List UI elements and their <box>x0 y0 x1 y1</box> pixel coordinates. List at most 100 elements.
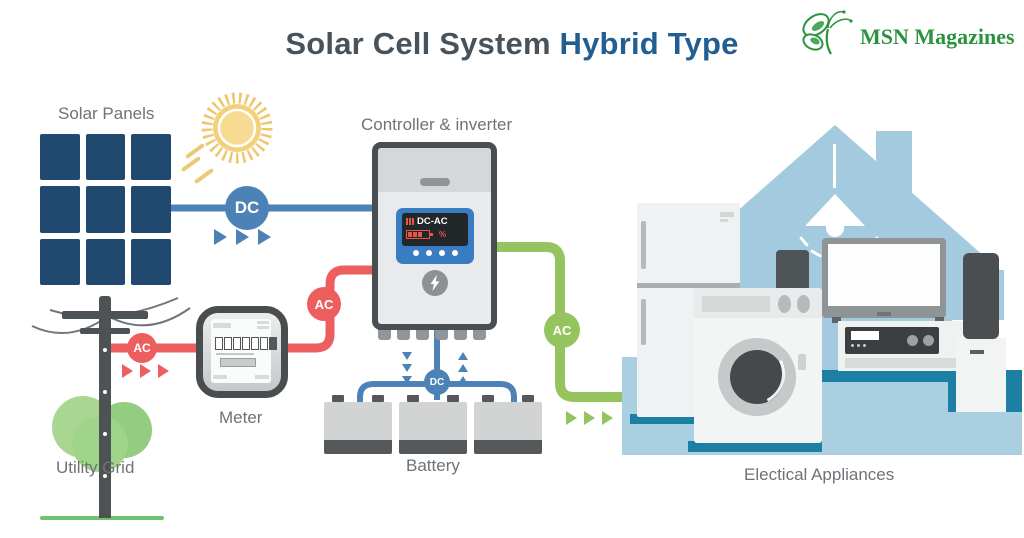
arrow-right-icon <box>258 229 271 245</box>
battery-percent-text: % <box>439 230 447 239</box>
meter-digit-display <box>215 337 277 350</box>
butterfly-icon <box>802 10 853 55</box>
controller-display: DC-AC % <box>396 208 474 264</box>
controller-screen: DC-AC % <box>402 213 468 246</box>
page-title: Solar Cell System Hybrid Type <box>0 26 1024 62</box>
washer-door <box>714 334 796 416</box>
floor-teal-step <box>688 441 822 452</box>
controller-connectors <box>378 329 486 340</box>
flow-arrows-solar <box>214 229 271 245</box>
meter-detail <box>213 323 231 328</box>
arrow-right-icon <box>214 229 227 245</box>
stereo-knob <box>923 335 934 346</box>
stereo-knob <box>907 335 918 346</box>
washer-knob <box>797 295 810 313</box>
washer-knob <box>778 295 791 313</box>
battery-level-icon <box>406 230 433 239</box>
arrow-right-icon <box>602 411 613 425</box>
solar-cell <box>40 134 80 181</box>
battery-unit <box>474 395 542 454</box>
solar-cell <box>131 134 171 181</box>
arrow-up-icon <box>458 376 468 384</box>
washer-latch <box>798 354 806 370</box>
arrow-right-icon <box>158 364 169 378</box>
meter-digit <box>251 337 259 350</box>
button-dot <box>412 250 419 256</box>
solar-panels-label: Solar Panels <box>58 104 155 123</box>
ground-line <box>40 516 164 520</box>
washer-door-glass <box>730 350 784 404</box>
fridge-handle <box>641 299 646 345</box>
arrow-up-icon <box>458 352 468 360</box>
meter-detail <box>255 375 269 379</box>
arrow-up-icon <box>458 364 468 372</box>
battery-unit <box>399 395 467 454</box>
brand-logo: MSN Magazines <box>800 6 1015 58</box>
speaker-tower <box>963 253 999 339</box>
arrow-down-icon <box>402 376 412 384</box>
fridge-divider <box>637 283 740 288</box>
fridge-handle <box>641 221 646 269</box>
brand-name: MSN Magazines <box>860 24 1015 49</box>
utility-grid-label: Utility Grid <box>56 458 135 477</box>
media-cabinet <box>838 321 965 371</box>
fridge-logo <box>720 219 728 222</box>
pendant-lamp-icon <box>833 144 836 188</box>
solar-panel-grid <box>40 134 171 285</box>
connector-tab <box>435 329 448 340</box>
utility-pole <box>99 296 111 518</box>
speaker-small <box>776 250 809 292</box>
meter-digit <box>260 337 268 350</box>
tv-logo <box>877 312 891 316</box>
stereo-display <box>851 331 879 340</box>
stereo-buttons <box>851 344 866 347</box>
solar-cell <box>131 186 171 233</box>
meter-detail <box>216 353 254 355</box>
flow-arrows-grid <box>122 364 169 378</box>
dc-badge-battery: DC <box>424 369 450 395</box>
pole-bolt <box>103 348 107 352</box>
appliances-label: Electical Appliances <box>744 465 895 484</box>
arrow-right-icon <box>140 364 151 378</box>
arrow-right-icon <box>122 364 133 378</box>
meter-digit <box>269 337 277 350</box>
ac-badge-grid: AC <box>127 333 157 363</box>
stereo-button <box>857 344 860 347</box>
pole-bolt <box>103 390 107 394</box>
title-accent: Hybrid Type <box>559 26 739 61</box>
battery-label: Battery <box>406 456 460 475</box>
title-main: Solar Cell System <box>285 26 551 61</box>
flow-arrows-house <box>566 411 613 425</box>
solar-cell <box>40 238 80 285</box>
washer-door-highlight <box>714 334 794 414</box>
solar-cell <box>131 238 171 285</box>
floor-teal-step <box>630 414 700 424</box>
washer-drawer <box>702 296 770 312</box>
flow-arrows-battery-up <box>458 352 468 384</box>
meter-detail <box>257 321 269 324</box>
meter-digit <box>233 337 241 350</box>
arrow-right-icon <box>566 411 577 425</box>
controller-vent-slot <box>420 178 450 186</box>
connector-tab <box>378 329 391 340</box>
tv-screen <box>828 244 940 306</box>
solar-cell <box>85 238 126 285</box>
meter-detail <box>220 358 256 367</box>
connector-tab <box>397 329 410 340</box>
solar-cell <box>85 134 126 181</box>
meter-detail <box>257 326 269 329</box>
meter-digit <box>215 337 223 350</box>
meter-box <box>196 306 288 398</box>
display-buttons <box>396 250 474 256</box>
lightning-logo-icon <box>422 270 448 296</box>
meter-panel <box>211 319 277 383</box>
speaker-stand <box>956 338 1006 412</box>
pole-bolt <box>103 432 107 436</box>
ac-badge-meter: AC <box>307 287 341 321</box>
meter-digit <box>224 337 232 350</box>
controller-label: Controller & inverter <box>361 115 513 134</box>
pole-bolt <box>103 474 107 478</box>
tv-foot <box>832 317 841 323</box>
solar-cell <box>85 186 126 233</box>
